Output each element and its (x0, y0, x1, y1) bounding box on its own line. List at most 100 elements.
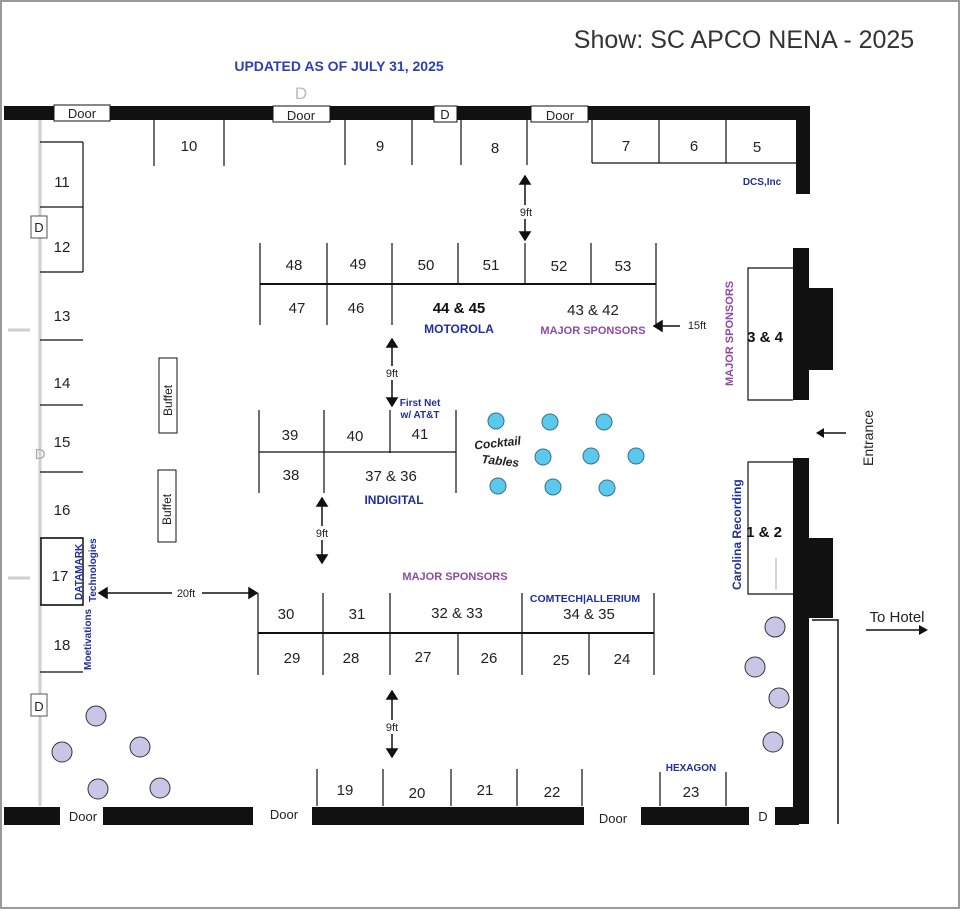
round-table (764, 616, 786, 638)
arrowhead (385, 397, 399, 408)
wall-segment (641, 807, 749, 825)
round-table (85, 705, 107, 727)
door-left-3[interactable] (30, 693, 48, 717)
booth-9[interactable] (344, 120, 413, 165)
door-top-d-1: D (295, 84, 307, 103)
wall-segment (4, 807, 60, 825)
booth-39-label: 39 (282, 427, 299, 444)
cocktail-table (541, 413, 559, 431)
dcs-label: DCS,Inc (743, 177, 782, 188)
cocktail-table (487, 412, 505, 430)
distance-label-bg (310, 526, 334, 540)
booth-15-label: 15 (54, 434, 71, 451)
booth-3-4-label: 3 & 4 (747, 329, 784, 346)
distance-9ft-top: 9ft (520, 207, 532, 219)
cocktail-table (534, 448, 552, 466)
booth-32-33-label: 32 & 33 (431, 605, 483, 622)
bottom-booth-lines (316, 769, 727, 806)
booth-17-label: 17 (52, 568, 69, 585)
booth-8[interactable] (460, 120, 528, 165)
round-table (768, 687, 790, 709)
booth-17[interactable] (40, 537, 84, 606)
booth-37-36-label: 37 & 36 (365, 468, 417, 485)
booth-41-label: 41 (412, 426, 429, 443)
booth-1-2-label: 1 & 2 (746, 524, 782, 541)
wall-segment (796, 106, 810, 194)
booth-10-label: 10 (181, 138, 198, 155)
wall-segment (312, 807, 584, 825)
distance-label-bg (380, 366, 404, 380)
booth-38-label: 38 (283, 467, 300, 484)
booth-10[interactable] (153, 120, 225, 166)
door-bottom-2-label: Door (270, 807, 299, 822)
buffet-1 (158, 357, 178, 434)
distance-9ft-mid: 9ft (386, 368, 398, 380)
booths-7-6-5[interactable] (591, 120, 796, 164)
carolina-label: Carolina Recording (730, 479, 744, 590)
motorola-label: MOTOROLA (424, 322, 494, 336)
wall-segment (457, 106, 531, 120)
first-net-label-2: w/ AT&T (400, 410, 440, 421)
booth-44-45-label: 44 & 45 (433, 300, 486, 317)
right-side-booths (747, 267, 793, 595)
booth-21-label: 21 (477, 782, 494, 799)
door-top-d[interactable] (433, 105, 458, 123)
cocktail-table (627, 447, 645, 465)
wall-segment (588, 106, 810, 120)
island-top (259, 243, 657, 325)
cocktail-table (598, 479, 616, 497)
distance-15ft: 15ft (688, 320, 706, 332)
indigital-label: INDIGITAL (364, 493, 423, 507)
door-top-1-label: Door (68, 106, 97, 121)
door-top-1[interactable] (53, 104, 111, 122)
booth-47-label: 47 (289, 300, 306, 317)
top-doors: Door Door D D Door (53, 84, 589, 123)
arrowhead (652, 319, 663, 333)
arrowhead (97, 586, 108, 600)
booth-24-label: 24 (614, 651, 631, 668)
wall-segment (808, 538, 833, 618)
left-doors: D D D (30, 215, 48, 717)
door-top-d-2: D (440, 107, 449, 122)
door-top-3[interactable] (530, 105, 589, 123)
booth-28-label: 28 (343, 650, 360, 667)
booth-25-label: 25 (553, 652, 570, 669)
arrowhead (518, 174, 532, 185)
distance-label-bg (514, 205, 538, 219)
booth-5-label: 5 (753, 139, 761, 156)
door-left-1[interactable] (30, 215, 48, 239)
booth-14-label: 14 (54, 375, 71, 392)
moetivations-label: Moetivations (83, 608, 94, 670)
round-table (149, 777, 171, 799)
door-top-3-label: Door (546, 108, 575, 123)
booth-3-4[interactable] (747, 267, 793, 401)
distance-9ft-bottom: 9ft (386, 722, 398, 734)
booth-48-label: 48 (286, 257, 303, 274)
major-sponsors-right: MAJOR SPONSORS (724, 281, 736, 386)
arrowhead (248, 586, 259, 600)
island-bottom-lines (257, 593, 655, 675)
booth-1-2[interactable] (747, 461, 793, 595)
booth-27-label: 27 (415, 649, 432, 666)
cocktail-table (544, 478, 562, 496)
booth-7-label: 7 (622, 138, 630, 155)
island-middle (258, 410, 457, 493)
door-left-2-label: D (35, 446, 46, 463)
wall-segment (808, 288, 833, 370)
booth-18-label: 18 (54, 637, 71, 654)
door-top-2-label: Door (287, 108, 316, 123)
buffet-1-label: Buffet (161, 384, 175, 416)
top-row-booths (153, 120, 796, 166)
arrowhead (518, 231, 532, 242)
booth-51-label: 51 (483, 257, 500, 274)
left-column-booths (40, 141, 84, 673)
door-top-2[interactable] (272, 105, 331, 123)
round-table (87, 778, 109, 800)
bottom-doors: Door Door Door D (69, 807, 768, 826)
cocktail-table (489, 477, 507, 495)
island-middle-lines (258, 410, 457, 493)
wall-segment (793, 248, 809, 400)
hotel-arrowhead (919, 625, 928, 635)
